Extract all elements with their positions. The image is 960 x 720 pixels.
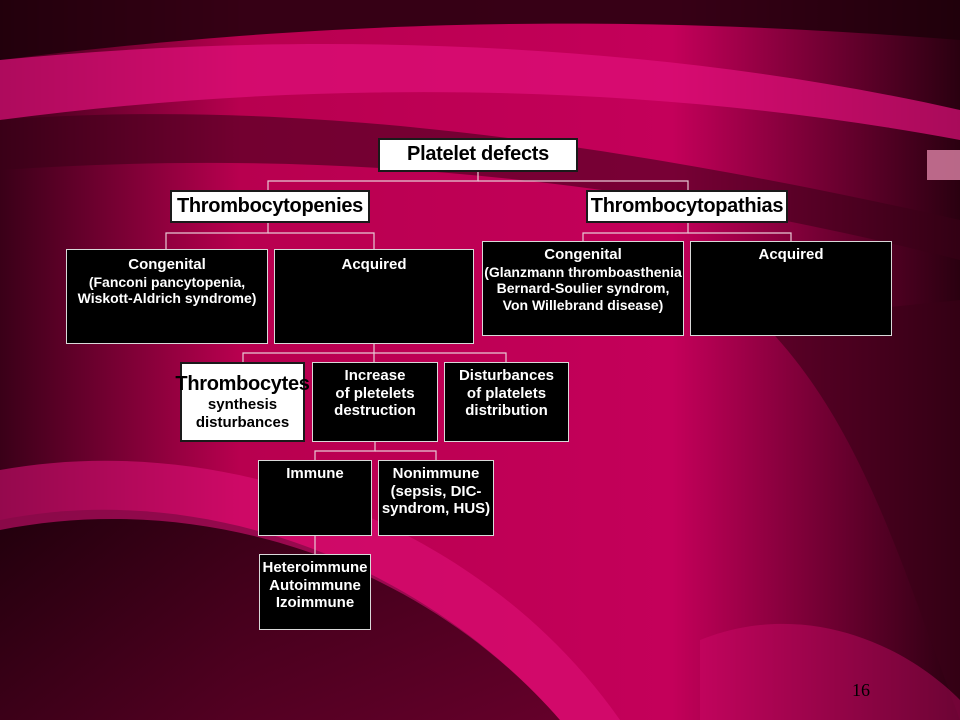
- node-label: Thrombocytes: [175, 372, 310, 395]
- node-label: synthesis: [207, 396, 278, 414]
- node-label: (Fanconi pancytopenia,: [88, 273, 246, 290]
- node-label: distribution: [465, 402, 548, 420]
- node-immune-types: Heteroimmune Autoimmune Izoimmune: [259, 554, 371, 630]
- node-label: of platelets: [466, 384, 547, 402]
- node-immune: Immune: [258, 460, 372, 536]
- node-thrombocytopathias-acquired: Acquired: [690, 241, 892, 336]
- node-thrombocytopathias-congenital: Congenital (Glanzmann thromboasthenia Be…: [482, 241, 684, 336]
- node-label: Von Willebrand disease): [502, 296, 664, 313]
- node-label: (Glanzmann thromboasthenia: [484, 263, 682, 280]
- node-label: Congenital: [128, 256, 206, 273]
- node-label: Nonimmune: [392, 465, 480, 482]
- page-number: 16: [852, 680, 870, 700]
- node-label: Bernard-Soulier syndrom,: [496, 280, 670, 297]
- node-label: of pletelets: [335, 384, 415, 402]
- node-label: Thrombocytopathias: [590, 194, 784, 217]
- node-label: Wiskott-Aldrich syndrome): [77, 290, 257, 307]
- node-thrombocytopenies-acquired: Acquired: [274, 249, 474, 344]
- node-thrombocytopenies-congenital: Congenital (Fanconi pancytopenia, Wiskot…: [66, 249, 268, 344]
- node-label: Congenital: [544, 246, 622, 263]
- node-label: Disturbances: [458, 367, 555, 384]
- node-label: Heteroimmune: [262, 559, 368, 576]
- node-label: Platelet defects: [407, 143, 549, 166]
- node-label: Increase: [344, 367, 406, 384]
- node-label: (sepsis, DIC-: [390, 482, 482, 500]
- node-thrombocytopathias: Thrombocytopathias: [586, 190, 788, 223]
- node-label: syndrom, HUS): [381, 500, 491, 518]
- node-label: disturbances: [195, 413, 290, 431]
- node-label: Autoimmune: [269, 576, 361, 594]
- node-thrombocytopenies: Thrombocytopenies: [170, 190, 370, 223]
- node-platelets-distribution: Disturbances of platelets distribution: [444, 362, 569, 442]
- node-label: destruction: [334, 402, 416, 420]
- node-platelet-defects: Platelet defects: [378, 138, 578, 172]
- node-nonimmune: Nonimmune (sepsis, DIC- syndrom, HUS): [378, 460, 494, 536]
- node-label: Acquired: [758, 246, 824, 263]
- node-label: Izoimmune: [275, 594, 355, 612]
- node-synthesis-disturbances: Thrombocytes synthesis disturbances: [175, 362, 310, 442]
- node-platelets-destruction: Increase of pletelets destruction: [312, 362, 438, 442]
- node-label: Acquired: [341, 256, 407, 273]
- node-label: Immune: [286, 465, 344, 482]
- node-label: Thrombocytopenies: [176, 194, 364, 217]
